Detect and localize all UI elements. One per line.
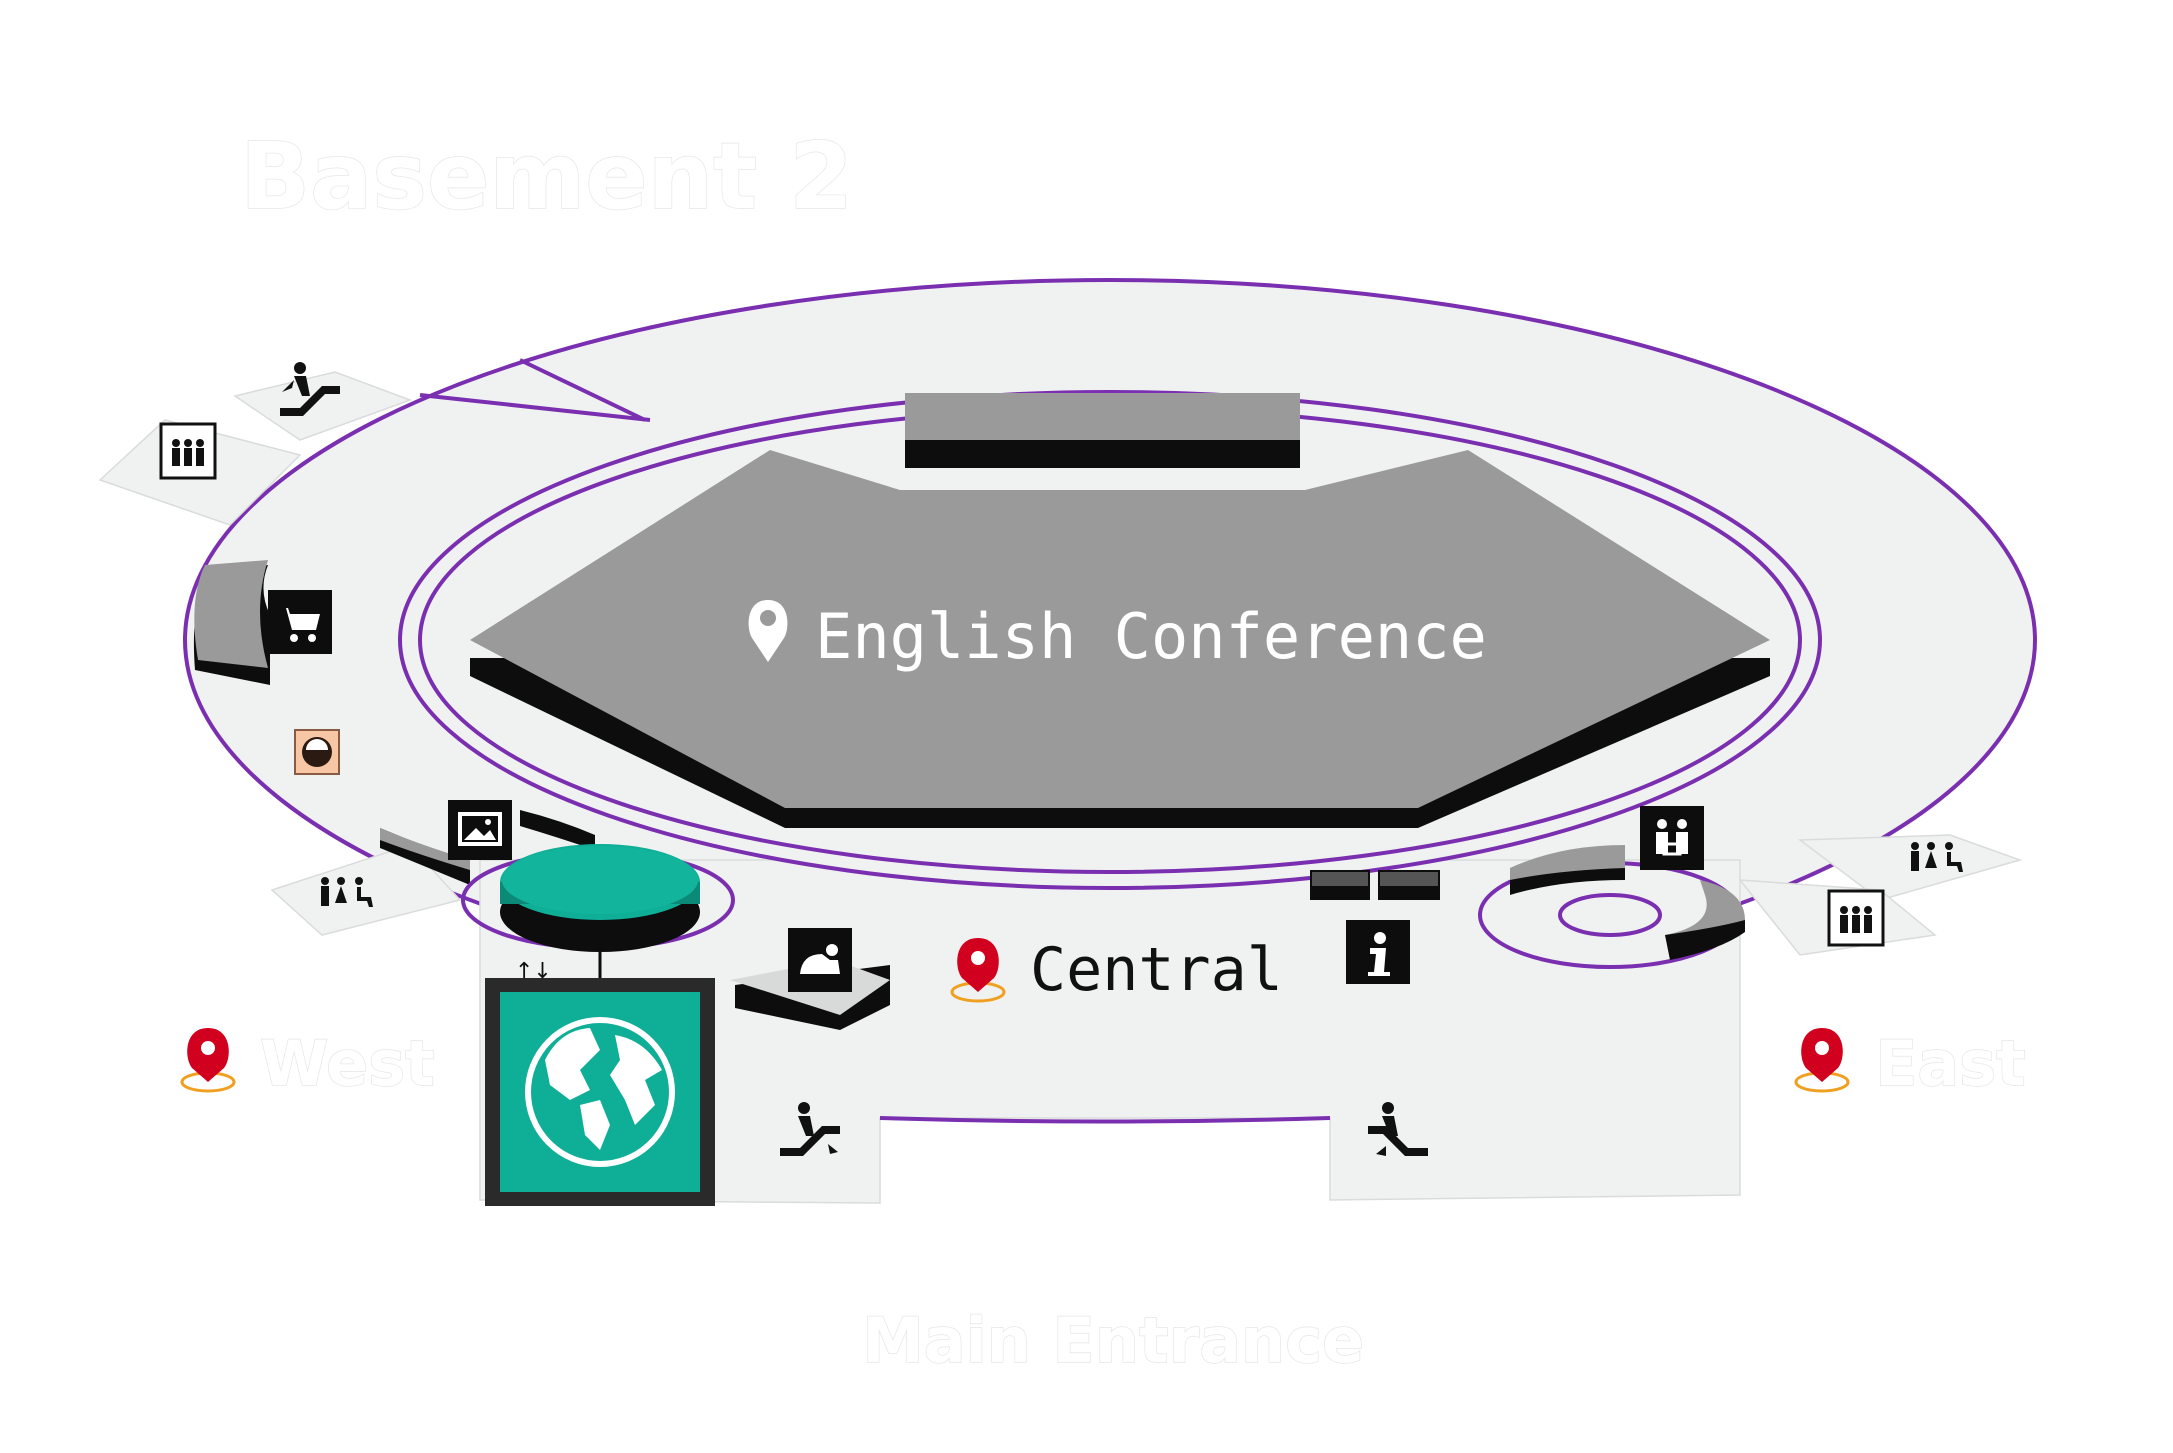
- family-room-icon: [1640, 806, 1704, 870]
- floor-label: Basement 2: [240, 123, 853, 230]
- elevator-icon: [159, 422, 217, 480]
- teal-pod: [461, 844, 735, 990]
- restroom-accessible-icon: [1911, 842, 1963, 872]
- stage-block: [905, 393, 1300, 468]
- central-label: Central: [1030, 935, 1283, 1005]
- west-shop-kiosk: [193, 560, 270, 685]
- west-walkways: [98, 358, 651, 936]
- elevator-arrows: ↑↓: [515, 959, 552, 984]
- venue-label: English Conference: [748, 600, 1487, 673]
- information-icon: [1346, 920, 1410, 984]
- central-zone-label: Central: [950, 935, 1283, 1005]
- elevator-icon: [1827, 889, 1885, 947]
- info-booth: [1310, 870, 1440, 900]
- west-zone-label: West: [180, 1026, 435, 1101]
- escalator-up-icon: [780, 1102, 840, 1156]
- east-label: East: [1875, 1027, 2026, 1100]
- escalator-up-icon: [280, 362, 340, 416]
- restroom-accessible-icon: [321, 877, 373, 907]
- location-pin-icon: [1794, 1028, 1850, 1093]
- east-pod: [1478, 845, 1745, 969]
- location-pin-icon: [748, 600, 788, 662]
- globe-icon[interactable]: [485, 978, 715, 1206]
- gallery-icon: [448, 800, 512, 860]
- escalator-down-icon: [1368, 1102, 1428, 1156]
- location-pin-icon: [180, 1028, 236, 1093]
- east-zone-label: East: [1794, 1026, 2026, 1101]
- conference-hall: [470, 450, 1770, 828]
- prayer-room-icon: [788, 928, 852, 992]
- location-pin-icon: [950, 938, 1006, 1003]
- west-label: West: [260, 1027, 435, 1100]
- venue-name: English Conference: [815, 600, 1487, 673]
- food-bowl-icon: [294, 729, 340, 775]
- shopping-cart-icon: [268, 590, 332, 654]
- main-entrance-label: Main Entrance: [862, 1304, 1364, 1377]
- west-gallery-kiosk: [380, 810, 595, 885]
